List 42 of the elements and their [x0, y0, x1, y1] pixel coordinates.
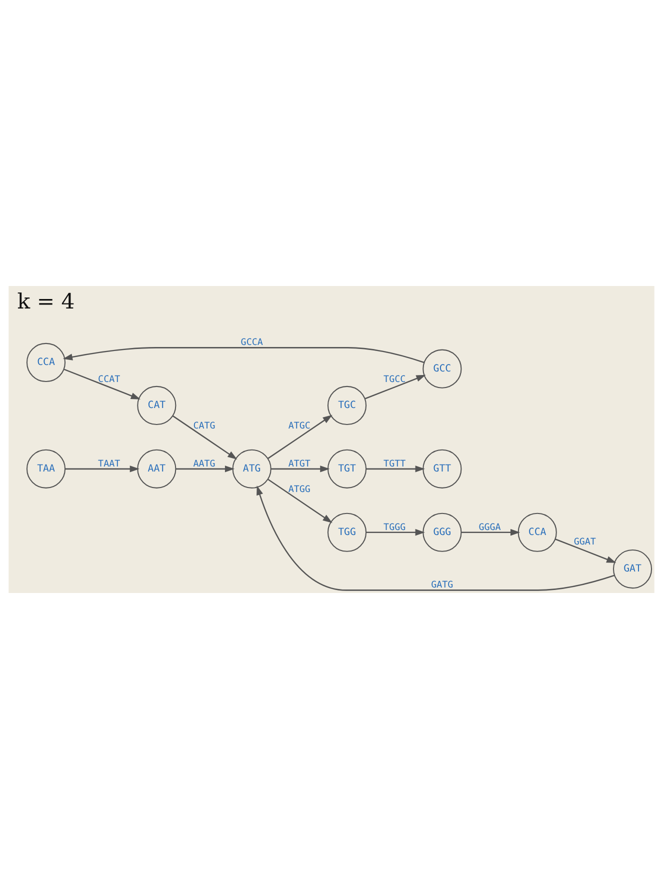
- edge-label: CCAT: [98, 374, 120, 385]
- node-circle: TAA: [26, 449, 66, 488]
- node-circle: ATG: [232, 449, 272, 488]
- edge-label: GCCA: [240, 337, 263, 348]
- arrow: [461, 529, 520, 536]
- node-circle: TGC: [327, 386, 367, 426]
- node-circle: CCA: [518, 512, 557, 552]
- arrow: [64, 368, 141, 400]
- node-circle: TGT: [327, 449, 367, 488]
- arrow: [176, 466, 235, 472]
- edge-label: GGGA: [478, 522, 501, 533]
- node-circle: GGG: [422, 512, 462, 552]
- edge-label: TGTT: [384, 458, 406, 470]
- arrow: [172, 415, 238, 460]
- edge-label: ATGC: [288, 420, 310, 432]
- arrow: [62, 347, 424, 364]
- node-circle: TGG: [327, 512, 367, 552]
- edge-label: TGCC: [384, 374, 406, 385]
- arrow: [364, 374, 426, 400]
- edge-label: GGAT: [574, 536, 596, 548]
- edge-label: TAAT: [98, 458, 120, 470]
- arrow: [268, 478, 332, 523]
- arrow: [366, 466, 425, 472]
- edge-label: ATGT: [288, 458, 310, 470]
- edge-label: GATG: [431, 580, 454, 591]
- edge-label: CATG: [193, 420, 216, 432]
- node-circle: CAT: [137, 386, 176, 426]
- arrow: [256, 486, 615, 591]
- arrow: [555, 538, 616, 563]
- edge-label: ATGG: [288, 484, 310, 495]
- arrow: [366, 529, 425, 536]
- node-circle: CCA: [26, 342, 66, 382]
- arrow: [268, 414, 332, 459]
- node-circle: GAT: [612, 549, 652, 589]
- label: k = 4: [17, 288, 75, 314]
- node-circle: GTT: [422, 449, 462, 488]
- edge-label: TGGG: [384, 522, 406, 533]
- node-circle: AAT: [137, 449, 176, 488]
- node-circle: GCC: [422, 349, 462, 388]
- arrow: [271, 466, 330, 472]
- edge-label: AATG: [193, 458, 216, 470]
- arrow: [65, 466, 140, 472]
